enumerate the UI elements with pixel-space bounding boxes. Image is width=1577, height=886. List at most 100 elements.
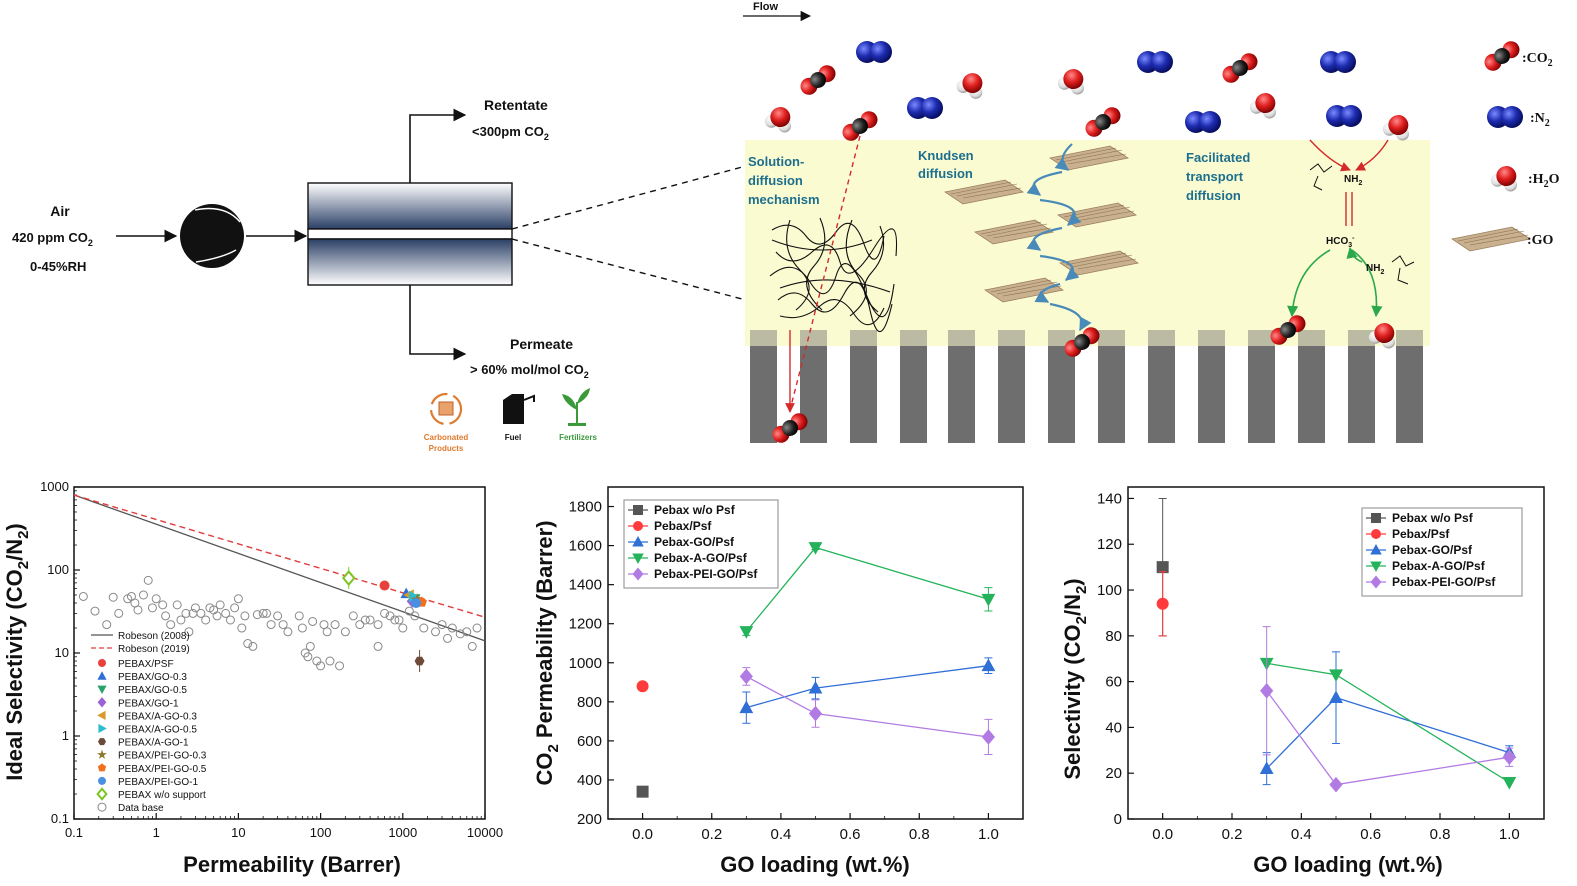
legend-marker <box>632 553 644 564</box>
x-tick-label: 1.0 <box>978 826 999 843</box>
y-tick-label: 60 <box>1105 674 1122 691</box>
x-tick-label: 0.4 <box>1291 826 1312 843</box>
series-line <box>745 546 989 632</box>
data-point <box>108 592 118 602</box>
y-tick-label: 1 <box>62 728 69 743</box>
y-tick-label: 1600 <box>569 538 602 555</box>
chart-legend: Pebax w/o PsfPebax/PsfPebax-GO/PsfPebax-… <box>1361 507 1523 597</box>
data-point <box>808 705 823 722</box>
data-point <box>133 605 143 615</box>
data-point <box>355 620 365 630</box>
data-point <box>243 639 253 649</box>
data-point <box>305 641 315 651</box>
y-tick-label: 100 <box>1097 582 1122 599</box>
legend-marker <box>98 738 106 746</box>
data-point <box>294 611 304 621</box>
data-point <box>1329 690 1343 704</box>
legend-entry: PEBAX w/o support <box>118 790 206 801</box>
legend-marker <box>98 723 107 734</box>
legend-marker <box>97 697 107 708</box>
legend-entry: Pebax w/o Psf <box>654 503 736 517</box>
solution-diffusion-path <box>789 135 861 411</box>
y-tick-label: 40 <box>1105 719 1122 736</box>
data-point <box>1329 669 1343 682</box>
y-tick-label: 800 <box>577 694 602 711</box>
data-point <box>981 593 996 607</box>
x-tick-label: 0.8 <box>1430 826 1451 843</box>
data-point <box>176 615 186 625</box>
legend-co2: :CO2 <box>1522 51 1553 69</box>
data-point <box>201 615 211 625</box>
legend-entry: PEBAX/GO-1 <box>118 698 179 709</box>
process-schematic: Air 420 ppm CO2 0-45%RH Retentate <300pm… <box>12 97 747 453</box>
data-point <box>143 575 153 585</box>
inlet-title: Air <box>50 203 70 219</box>
series-line <box>746 675 989 738</box>
data-point <box>414 656 425 666</box>
y-tick-label: 1400 <box>569 577 602 594</box>
legend-n2: :N2 <box>1530 111 1550 129</box>
data-point <box>283 627 293 637</box>
y-tick-label: 100 <box>47 562 69 577</box>
n2-molecule-icon <box>1487 106 1523 128</box>
data-point <box>190 603 200 613</box>
co2-molecule-icon <box>1481 37 1523 75</box>
data-point <box>360 615 370 625</box>
legend-entry: PEBAX/GO-0.5 <box>118 685 187 696</box>
retentate-co2: <300pm CO2 <box>472 124 549 142</box>
legend-entry: Pebax-PEI-GO/Psf <box>654 567 758 581</box>
legend-marker <box>1370 575 1382 589</box>
legend-marker <box>97 802 107 812</box>
legend-entry: Data base <box>118 803 164 814</box>
data-point <box>380 608 390 618</box>
product-label-fuel: Fuel <box>505 433 521 442</box>
series-line <box>1266 690 1510 786</box>
data-point <box>233 594 243 604</box>
legend-marker <box>1371 513 1381 523</box>
data-point <box>184 627 194 637</box>
data-point <box>341 569 356 587</box>
legend-marker <box>98 659 106 667</box>
h2o-molecule-icon <box>1489 162 1523 194</box>
data-point <box>390 615 400 625</box>
data-point <box>410 611 420 621</box>
data-point <box>739 700 754 714</box>
legend-entry: Pebax-GO/Psf <box>654 535 735 549</box>
legend-entry: Pebax/Psf <box>654 519 712 533</box>
data-point <box>221 608 231 618</box>
data-point <box>230 603 240 613</box>
x-axis-label: Permeability (Barrer) <box>183 852 401 877</box>
amine-label: NH2 <box>1344 174 1362 187</box>
data-point <box>196 608 206 618</box>
legend-entry: Robeson (2008) <box>118 631 190 642</box>
x-axis-label: GO loading (wt.%) <box>720 852 909 877</box>
data-point <box>636 785 649 798</box>
data-point <box>1156 561 1169 574</box>
fuel-can-icon <box>503 394 535 424</box>
legend-entry: PEBAX/GO-0.3 <box>118 672 187 683</box>
label-facilitated: Facilitated transport diffusion <box>1186 150 1254 203</box>
data-point <box>114 608 124 618</box>
bicarbonate-label: HCO3- <box>1326 235 1355 249</box>
y-axis-label: CO2 Permeability (Barrer) <box>532 520 562 785</box>
data-point <box>1502 749 1516 765</box>
legend-entry: PEBAX/PEI-GO-0.5 <box>118 764 207 775</box>
legend-entry: Robeson (2019) <box>118 644 190 655</box>
legend-h2o: :H2O <box>1528 172 1560 190</box>
data-point <box>212 611 222 621</box>
facilitated-transport-scheme: NH2 HCO3- NH2 <box>1287 139 1415 318</box>
data-point <box>462 627 472 637</box>
legend-entry: Pebax-GO/Psf <box>1392 543 1473 557</box>
data-point <box>1502 776 1517 790</box>
data-point <box>181 608 191 618</box>
data-point <box>325 656 335 666</box>
data-point <box>340 627 350 637</box>
blower-icon <box>180 204 244 268</box>
legend-entry: Pebax-PEI-GO/Psf <box>1392 575 1496 589</box>
data-point <box>808 680 823 694</box>
series-line <box>746 665 989 709</box>
legend-marker <box>1371 529 1381 539</box>
